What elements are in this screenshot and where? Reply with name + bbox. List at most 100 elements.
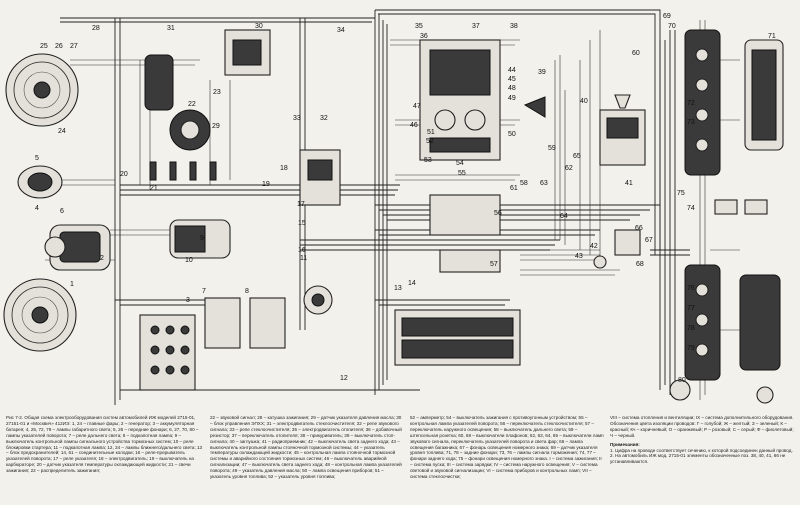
caption-text-2: 22 – звуковой сигнал; 28 – катушка зажиг… <box>210 415 402 480</box>
pos-label: 30 <box>255 23 263 30</box>
pos-label: 11 <box>300 255 307 262</box>
battery <box>139 314 196 391</box>
pos-label: 41 <box>625 180 633 187</box>
switch-panel <box>429 194 501 273</box>
pos-label: 22 <box>188 101 196 108</box>
rear-lamp-right <box>744 39 784 151</box>
caption-text-3: 52 – амперметр; 54 – выключатель зажиган… <box>410 415 604 480</box>
pos-label: 21 <box>150 185 158 192</box>
pos-label: 38 <box>510 23 518 30</box>
pos-label: 50 <box>508 131 516 138</box>
horn <box>303 285 333 315</box>
caption-column-2: 22 – звуковой сигнал; 28 – катушка зажиг… <box>210 415 405 503</box>
starter <box>169 219 231 259</box>
wiper-switch <box>593 229 641 269</box>
wiper-motor <box>224 29 271 76</box>
pos-label: 80 <box>678 377 686 384</box>
pos-label: 70 <box>668 23 676 30</box>
rear-lamp-bottom-right <box>739 274 781 371</box>
pos-label: 52 <box>426 138 434 145</box>
pos-label: 17 <box>297 201 305 208</box>
pos-label: 59 <box>548 145 556 152</box>
license-lamps <box>714 199 768 215</box>
pos-label: 60 <box>632 50 640 57</box>
pos-label: 1 <box>70 281 74 288</box>
pos-label: 51 <box>427 129 435 136</box>
pos-label: 12 <box>340 375 348 382</box>
pos-label: 79 <box>687 345 695 352</box>
notes-title: Примечания: <box>610 441 640 447</box>
wiring-diagram: 24 4 5 6 1 2 3 7 8 9 10 11 12 13 14 15 1… <box>3 9 784 405</box>
pos-label: 2 <box>100 255 104 262</box>
pos-label: 72 <box>687 100 695 107</box>
spark-plugs <box>149 161 217 181</box>
pos-label: 18 <box>280 165 288 172</box>
pos-label: 37 <box>472 23 480 30</box>
pos-label: 49 <box>508 95 516 102</box>
trunk-lamp <box>669 379 774 404</box>
pos-label: 28 <box>92 25 100 32</box>
pos-label: 26 <box>55 43 63 50</box>
pos-label: 4 <box>35 205 39 212</box>
ignition-coil <box>144 54 174 111</box>
pos-label: 46 <box>410 122 418 129</box>
pos-label: 57 <box>490 261 498 268</box>
headlight-bottom <box>3 278 77 352</box>
instrument-cluster <box>419 39 501 161</box>
note-1: 1. Цифра на проводе соответствует сечени… <box>610 447 793 453</box>
wiring-harness <box>40 9 740 405</box>
pos-label: 34 <box>337 27 345 34</box>
pos-label: 54 <box>456 160 464 167</box>
pos-label: 8 <box>245 288 249 295</box>
pos-label: 44 <box>508 67 516 74</box>
pos-label: 61 <box>510 185 518 192</box>
pos-label: 14 <box>408 280 416 287</box>
pos-label: 64 <box>560 213 568 220</box>
pos-label: 77 <box>687 305 695 312</box>
radio <box>599 94 646 166</box>
pos-label: 67 <box>645 237 653 244</box>
pos-label: 36 <box>420 33 428 40</box>
pos-label: 9 <box>200 235 204 242</box>
pos-label: 69 <box>663 13 671 20</box>
rear-lamp-bottom <box>684 264 721 381</box>
caption-column-3: 52 – амперметр; 54 – выключатель зажиган… <box>410 415 605 503</box>
pos-label: 6 <box>60 208 64 215</box>
pos-label: 31 <box>167 25 175 32</box>
pos-label: 47 <box>413 103 421 110</box>
pos-label: 78 <box>687 325 695 332</box>
distributor <box>169 109 211 151</box>
pos-label: 63 <box>540 180 548 187</box>
caption-column-1: Рис 7-2. Общая схема электрооборудования… <box>6 415 203 503</box>
pos-label: 25 <box>40 43 48 50</box>
pos-label: 48 <box>508 85 516 92</box>
pos-label: 62 <box>565 165 573 172</box>
relay-pair <box>204 297 286 349</box>
pos-label: 19 <box>262 181 270 188</box>
front-lamp-top <box>17 165 63 199</box>
pos-label: 32 <box>320 115 328 122</box>
pos-label: 35 <box>415 23 423 30</box>
pos-label: 75 <box>677 190 685 197</box>
pos-label: 43 <box>575 253 583 260</box>
pos-label: 10 <box>185 257 193 264</box>
pos-label: 33 <box>293 115 301 122</box>
pos-label: 39 <box>538 69 546 76</box>
pos-label: 66 <box>635 225 643 232</box>
pos-label: 16 <box>298 247 306 254</box>
pos-label: 45 <box>508 76 516 83</box>
pos-label: 7 <box>202 288 206 295</box>
pos-label: 65 <box>573 153 581 160</box>
caption-text-4: VIII – система отопления и вентиляции; I… <box>610 415 794 438</box>
pos-label: 13 <box>394 285 402 292</box>
pos-label: 53 <box>424 157 432 164</box>
heater-block <box>299 149 341 206</box>
pos-label: 23 <box>213 89 221 96</box>
pos-label: 29 <box>212 123 220 130</box>
position-labels: 24 4 5 6 1 2 3 7 8 9 10 11 12 13 14 15 1… <box>35 13 776 384</box>
pos-label: 71 <box>768 33 776 40</box>
pos-label: 42 <box>590 243 598 250</box>
pos-label: 3 <box>186 297 190 304</box>
pos-label: 24 <box>58 128 66 135</box>
rear-lamp-top <box>684 29 721 176</box>
